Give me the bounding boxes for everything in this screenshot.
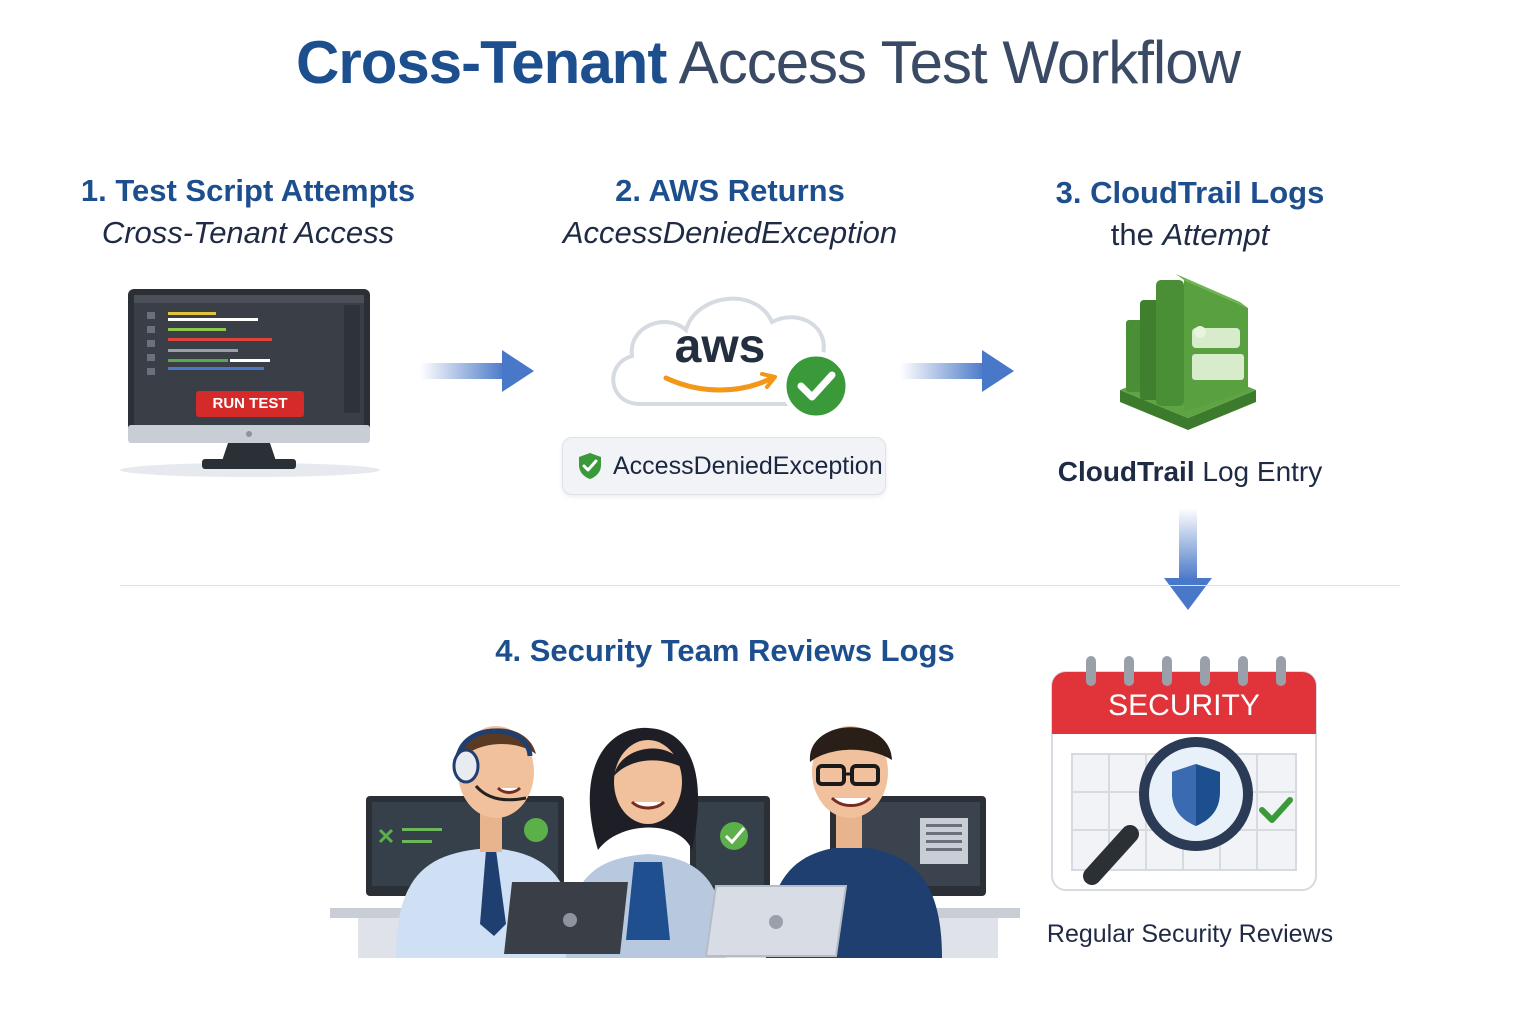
step-3-subtitle: the Attempt [990, 214, 1390, 256]
aws-cloud-icon [611, 296, 851, 421]
security-team-illustration [330, 726, 1020, 958]
flow-arrow-2-icon [900, 350, 1014, 392]
step-3-heading: 3. CloudTrail Logs the Attempt [990, 172, 1390, 256]
section-divider [120, 585, 1400, 586]
shield-check-icon [579, 453, 601, 479]
flow-arrow-1-icon [420, 350, 534, 392]
cloudtrail-label-rest: Log Entry [1194, 456, 1323, 487]
aws-logo-text: aws [674, 320, 766, 373]
access-denied-badge: AccessDeniedException [562, 437, 886, 495]
run-test-button[interactable]: RUN TEST [196, 391, 304, 417]
monitor-icon [120, 289, 380, 477]
step-2-heading: 2. AWS Returns AccessDeniedException [520, 170, 940, 254]
cloudtrail-label-bold: CloudTrail [1057, 456, 1195, 487]
page-title: Cross-Tenant Access Test Workflow [0, 28, 1536, 97]
security-calendar-icon [1051, 656, 1317, 891]
title-emphasis: Cross-Tenant [296, 29, 667, 96]
step-4-title: Security Team Reviews Logs [529, 633, 955, 668]
step-4-number: 4. [495, 633, 522, 668]
cloudtrail-storage-icon [1120, 274, 1256, 430]
title-rest: Access Test Workflow [666, 29, 1241, 96]
step-2-subtitle: AccessDeniedException [562, 215, 898, 250]
step-1-number: 1. [80, 173, 107, 208]
step-1-heading: 1. Test Script Attempts Cross-Tenant Acc… [38, 170, 458, 254]
step-1-subtitle: Cross-Tenant Access [101, 215, 395, 250]
step-3-subtitle-italic: Attempt [1162, 217, 1270, 252]
step-4-heading: 4. Security Team Reviews Logs [440, 630, 1010, 672]
step-3-subtitle-plain: the [1110, 217, 1163, 252]
access-denied-label: AccessDeniedException [613, 451, 883, 480]
cloudtrail-log-entry-label: CloudTrail Log Entry [1040, 456, 1340, 488]
step-3-title: CloudTrail Logs [1090, 175, 1325, 210]
step-2-number: 2. [615, 173, 642, 208]
step-1-title: Test Script Attempts [115, 173, 416, 208]
calendar-header-text: SECURITY [1108, 689, 1260, 722]
step-2-title: AWS Returns [648, 173, 845, 208]
regular-security-reviews-label: Regular Security Reviews [1046, 920, 1334, 948]
step-3-number: 3. [1055, 175, 1082, 210]
flow-arrow-down-icon [1164, 508, 1212, 610]
